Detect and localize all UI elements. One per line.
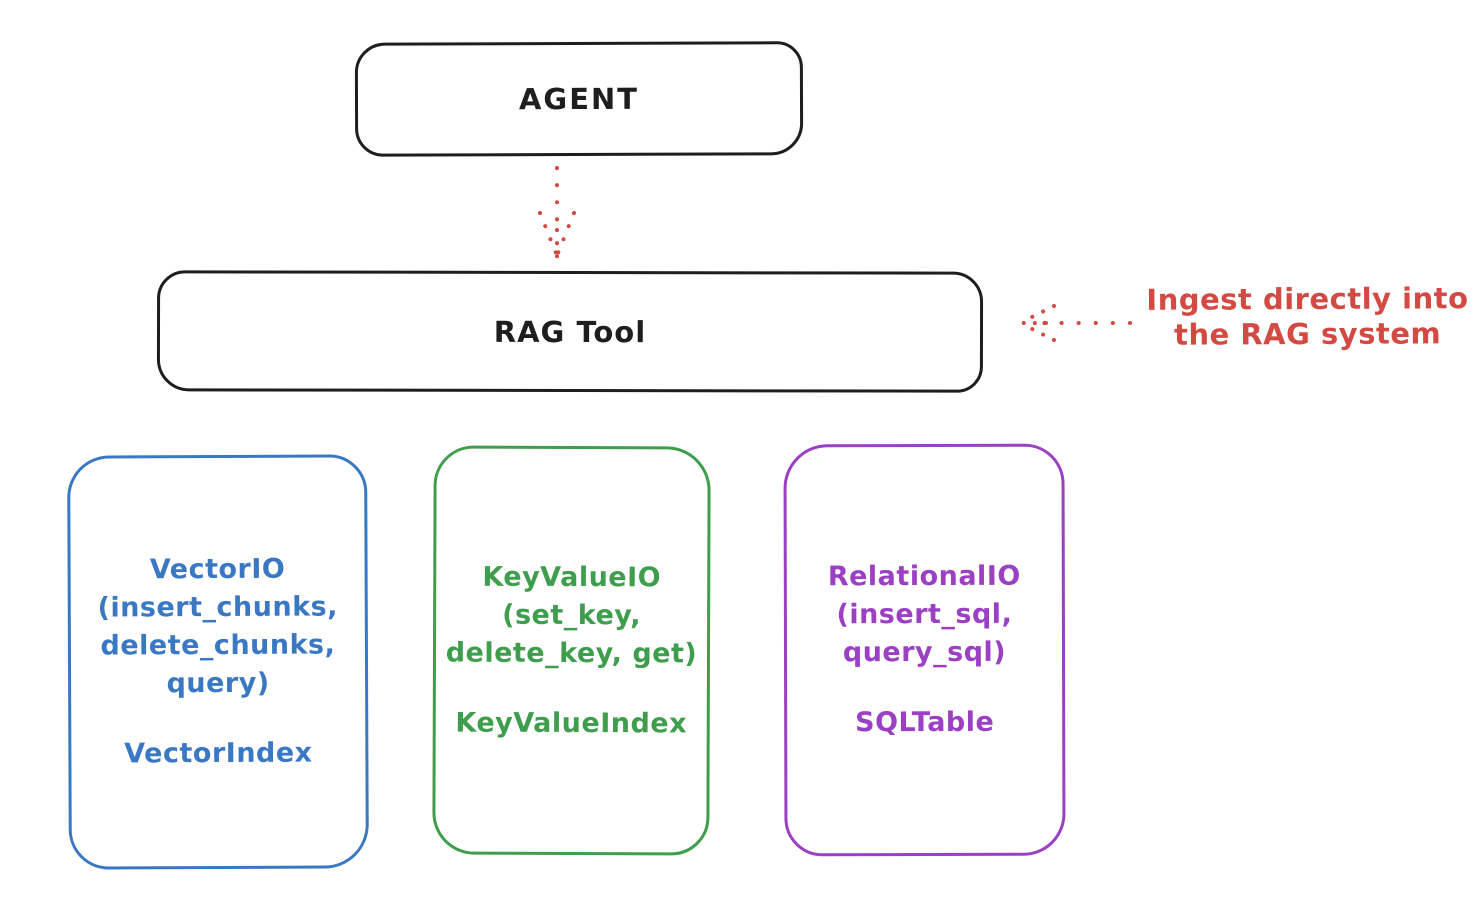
vector-io-line: VectorIO — [149, 553, 286, 586]
agent-node: AGENT — [354, 41, 804, 157]
ingest-annotation: Ingest directly into the RAG system — [1135, 281, 1480, 353]
vector-io-functions: VectorIO (insert_chunks, delete_chunks, … — [97, 550, 339, 703]
keyvalue-io-node: KeyValueIO (set_key, delete_key, get) Ke… — [432, 445, 711, 856]
arrow-agent-to-rag-tool-icon — [538, 166, 576, 260]
keyvalue-io-functions: KeyValueIO (set_key, delete_key, get) — [446, 558, 698, 673]
vector-index-label: VectorIndex — [124, 737, 313, 770]
vector-io-node: VectorIO (insert_chunks, delete_chunks, … — [67, 454, 369, 870]
vector-io-line: (insert_chunks, — [97, 591, 339, 624]
ingest-annotation-line2: the RAG system — [1173, 316, 1442, 352]
relational-io-line: (insert_sql, — [836, 598, 1013, 631]
relational-io-line: query_sql) — [842, 636, 1007, 669]
vector-io-line: delete_chunks, — [100, 629, 336, 662]
sql-table-label: SQLTable — [855, 706, 995, 739]
agent-label: AGENT — [518, 81, 640, 117]
rag-tool-node: RAG Tool — [156, 270, 984, 393]
ingest-arrow-icon — [1020, 304, 1132, 342]
keyvalue-index-label: KeyValueIndex — [455, 707, 688, 739]
vector-io-line: query) — [166, 667, 270, 700]
relational-io-line: RelationalIO — [827, 560, 1021, 593]
relational-io-functions: RelationalIO (insert_sql, query_sql) — [828, 558, 1021, 673]
ingest-annotation-line1: Ingest directly into — [1146, 281, 1469, 317]
keyvalue-io-line: delete_key, get) — [445, 637, 698, 669]
keyvalue-io-line: KeyValueIO — [482, 561, 662, 593]
keyvalue-io-line: (set_key, — [502, 599, 642, 631]
relational-io-node: RelationalIO (insert_sql, query_sql) SQL… — [783, 443, 1066, 857]
rag-tool-label: RAG Tool — [493, 314, 647, 349]
